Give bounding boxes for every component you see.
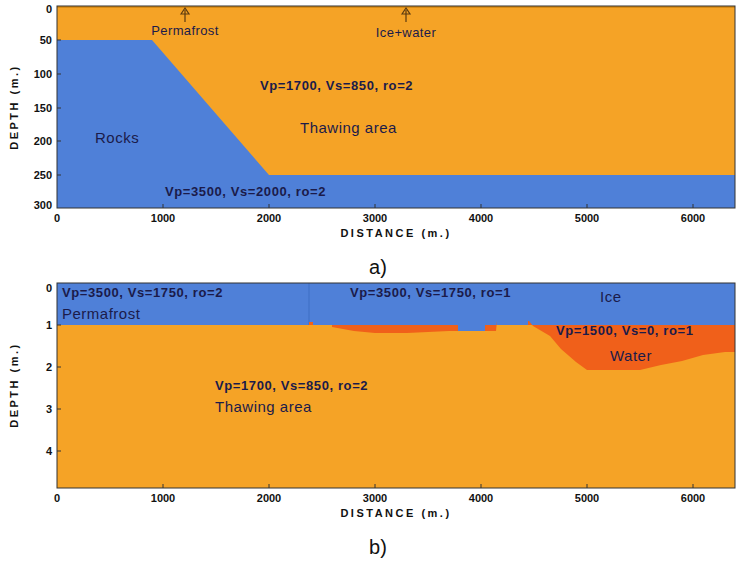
panel-label: b): [369, 536, 387, 558]
water-region: [309, 321, 735, 370]
tick-label: 3000: [363, 212, 387, 224]
axis-title: DISTANCE (m.): [340, 227, 451, 239]
tick-label: 50: [40, 34, 52, 46]
tick-label: 4: [46, 445, 52, 457]
velocity-label: Vp=3500, Vs=1750, ro=2: [62, 286, 223, 300]
tick-label: 200: [34, 135, 52, 147]
thawing-region-a: [57, 6, 735, 208]
tick-label: 4000: [469, 492, 493, 504]
velocity-label: Vp=1700, Vs=850, ro=2: [260, 79, 413, 93]
axis-title: DEPTH (m.): [8, 342, 20, 428]
tick-label: 100: [34, 68, 52, 80]
tick-label: 0: [46, 3, 52, 15]
tick-label: 300: [34, 199, 52, 211]
thawing-region: Vp=1700, Vs=850, ro=2Thawing area: [57, 325, 735, 488]
tick-label: 2000: [257, 212, 281, 224]
tick-label: 6000: [681, 492, 705, 504]
tick-label: 0: [54, 492, 60, 504]
ticks-a: [57, 40, 693, 208]
arrow-head: [402, 8, 410, 14]
pointer-arrow: [184, 10, 185, 22]
panel-label: a): [369, 256, 387, 278]
tick-label: 250: [34, 169, 52, 181]
rocks-region: [57, 40, 735, 208]
tick-label: 0: [54, 212, 60, 224]
tick-label: 0: [46, 282, 52, 294]
water-region: Vp=1500, Vs=0, ro=1Water: [309, 318, 735, 388]
pointer-arrow: [405, 10, 406, 22]
ice-dip: [458, 325, 485, 331]
region-name: Water: [610, 348, 652, 365]
tick-label: 1: [46, 319, 52, 331]
tick-label: 3: [46, 403, 52, 415]
layer-label: Ice+water: [376, 26, 436, 40]
rocks-region: RocksVp=3500, Vs=2000, ro=2: [57, 40, 735, 208]
velocity-label: Vp=1700, Vs=850, ro=2: [215, 379, 368, 393]
ticks-b: [57, 325, 693, 488]
plot-frame-a: [57, 6, 735, 208]
tick-label: 3000: [363, 492, 387, 504]
velocity-label: Vp=1500, Vs=0, ro=1: [556, 324, 694, 338]
tick-label: 5000: [575, 212, 599, 224]
layer-label: Permafrost: [151, 24, 219, 38]
tick-label: 2: [46, 361, 52, 373]
plot-frame-b: [57, 283, 735, 488]
permafrost-band: Vp=3500, Vs=1750, ro=2Permafrost: [57, 283, 309, 325]
tick-label: 5000: [575, 492, 599, 504]
region-name: Thawing area: [300, 120, 397, 137]
axis-title: DEPTH (m.): [8, 64, 20, 150]
ice-band: Vp=3500, Vs=1750, ro=1 Ice: [309, 283, 735, 325]
band-divider: [309, 283, 310, 325]
axis-title: DISTANCE (m.): [340, 507, 451, 519]
tick-label: 4000: [469, 212, 493, 224]
tick-label: 2000: [257, 492, 281, 504]
tick-label: 6000: [681, 212, 705, 224]
velocity-label: Vp=3500, Vs=1750, ro=1: [350, 286, 511, 300]
tick-label: 150: [34, 102, 52, 114]
velocity-label: Vp=3500, Vs=2000, ro=2: [165, 185, 326, 199]
region-name: Rocks: [95, 130, 139, 147]
tick-label: 1000: [151, 492, 175, 504]
region-name: Ice: [600, 289, 622, 306]
arrow-head: [181, 8, 189, 14]
tick-label: 1000: [151, 212, 175, 224]
thawing-region-b: [57, 283, 735, 488]
region-name: Thawing area: [215, 399, 312, 416]
ice-permafrost-band: [57, 283, 735, 325]
region-name: Permafrost: [62, 306, 140, 323]
